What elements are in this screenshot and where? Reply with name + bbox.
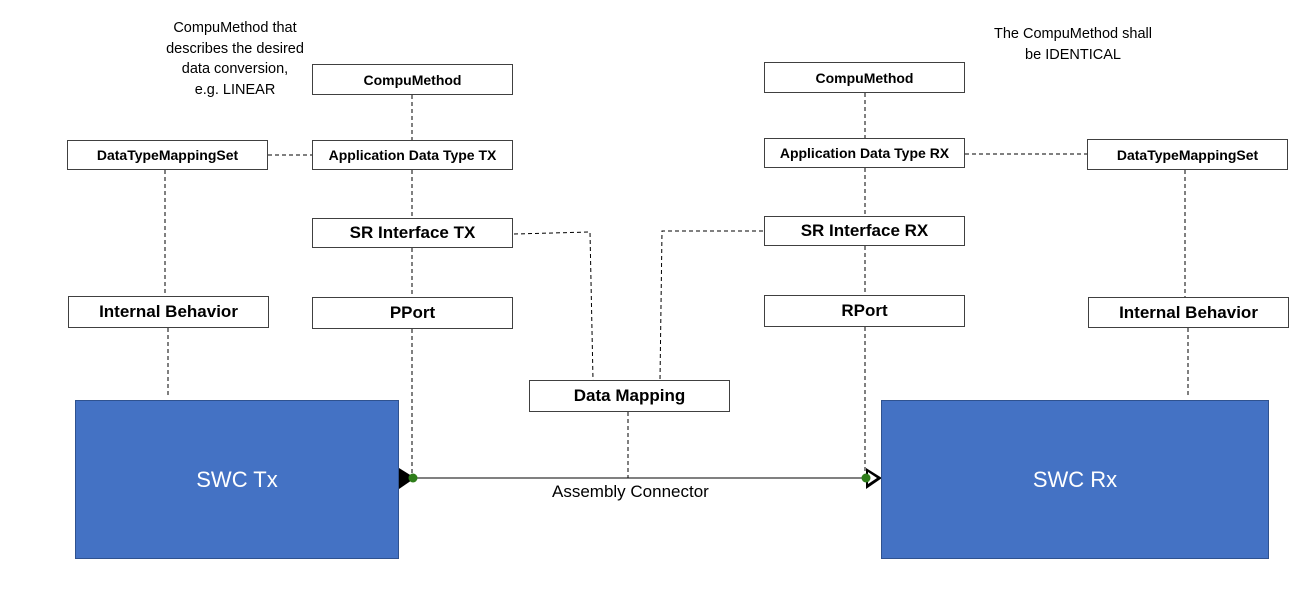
sr-interface-rx-box[interactable]: SR Interface RX: [764, 216, 965, 246]
compu-method-box-right[interactable]: CompuMethod: [764, 62, 965, 93]
application-data-type-tx-box[interactable]: Application Data Type TX: [312, 140, 513, 170]
data-mapping-box[interactable]: Data Mapping: [529, 380, 730, 412]
rport-dot: [861, 473, 871, 483]
link-sri-rx-mapping: [659, 230, 763, 381]
swc-tx-block[interactable]: SWC Tx: [75, 400, 399, 559]
right-note-line-2: be IDENTICAL: [1025, 46, 1121, 63]
application-data-type-rx-box[interactable]: Application Data Type RX: [764, 138, 965, 168]
compu-method-box-left[interactable]: CompuMethod: [312, 64, 513, 95]
pport-box[interactable]: PPort: [312, 297, 513, 329]
pport-marker: [399, 468, 415, 489]
left-note-line-3: data conversion,: [181, 61, 289, 77]
left-note: CompuMethod that describes the desired d…: [130, 18, 340, 100]
right-note: The CompuMethod shall be IDENTICAL: [968, 24, 1178, 65]
left-note-line-1: CompuMethod that: [173, 20, 297, 36]
link-sri-tx-mapping: [513, 231, 594, 381]
internal-behavior-box-left[interactable]: Internal Behavior: [68, 296, 269, 328]
sr-interface-tx-box[interactable]: SR Interface TX: [312, 218, 513, 248]
data-type-mapping-set-box-right[interactable]: DataTypeMappingSet: [1087, 139, 1288, 170]
left-note-line-4: e.g. LINEAR: [194, 81, 276, 98]
internal-behavior-box-right[interactable]: Internal Behavior: [1088, 297, 1289, 328]
left-note-line-2: describes the desired: [166, 40, 304, 57]
swc-rx-block[interactable]: SWC Rx: [881, 400, 1269, 559]
data-type-mapping-set-box-left[interactable]: DataTypeMappingSet: [67, 140, 268, 170]
rport-box[interactable]: RPort: [764, 295, 965, 327]
right-note-line-1: The CompuMethod shall: [994, 26, 1152, 42]
pport-dot: [408, 473, 418, 483]
assembly-connector-label: Assembly Connector: [552, 482, 709, 501]
